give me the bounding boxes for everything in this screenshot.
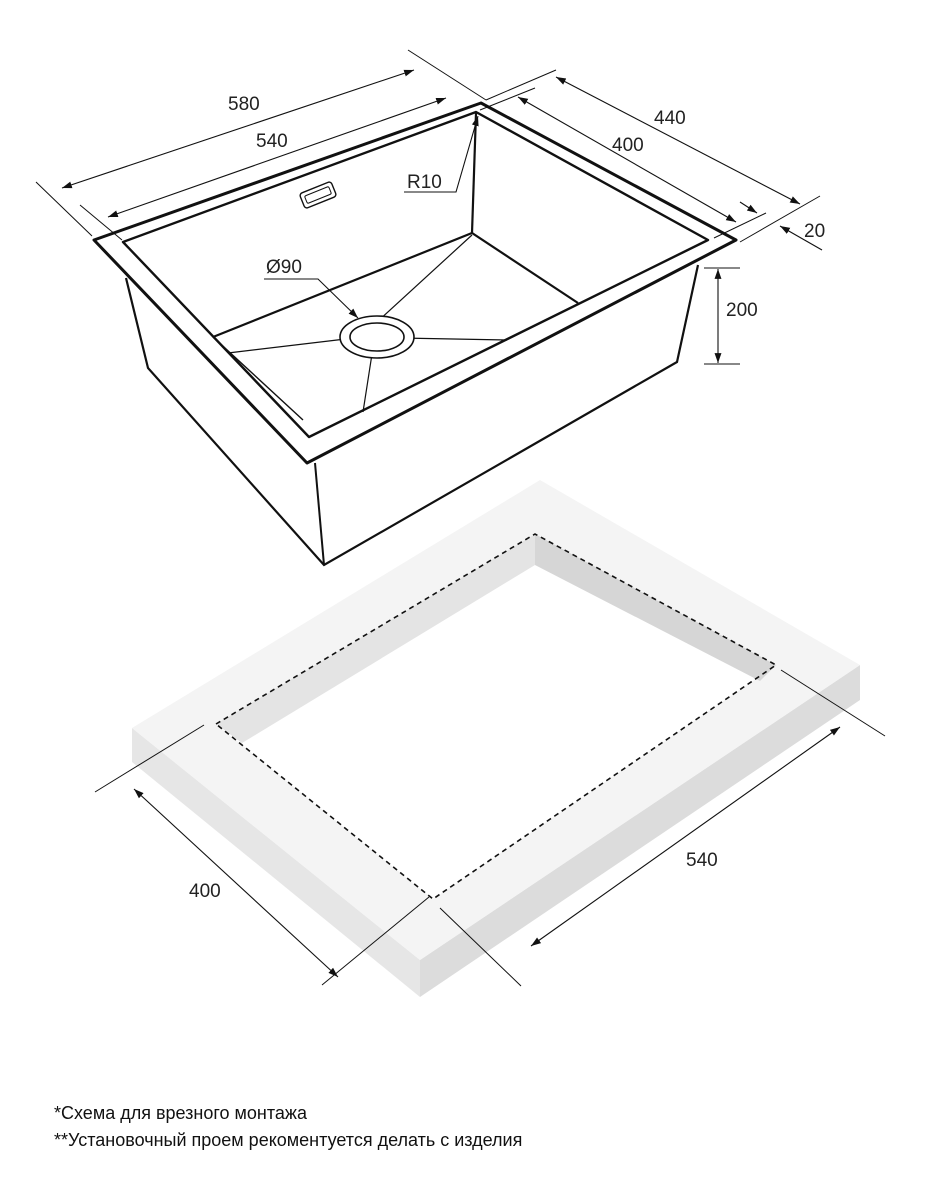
extension-line	[439, 907, 522, 987]
cutout-back-right-wall	[535, 534, 776, 681]
countertop-cutout-drawing: 400 540	[94, 480, 886, 997]
cutout-back-left-wall	[216, 534, 535, 743]
extension-line	[479, 87, 536, 111]
brand-logo-plate	[299, 181, 337, 209]
extension-line	[94, 724, 205, 793]
extension-line	[79, 204, 123, 241]
dimension-400-line	[517, 96, 737, 223]
dimension-580-label: 580	[228, 94, 260, 115]
extension-line	[321, 896, 430, 986]
dimension-200-label: 200	[726, 300, 758, 321]
drain-diameter-label: Ø90	[266, 257, 302, 278]
dimension-200-ticks	[704, 267, 740, 365]
drain-slope-lines	[227, 234, 508, 413]
cutout-outline	[214, 533, 778, 900]
notes: *Схема для врезного монтажа **Установочн…	[54, 1100, 522, 1154]
dimension-20-arrow	[739, 201, 758, 214]
dimension-20-label: 20	[804, 221, 825, 242]
dimension-540-line	[107, 97, 447, 218]
bowl-back-corner	[470, 112, 478, 234]
r10-leader	[404, 115, 479, 193]
dimension-440-line	[555, 76, 801, 205]
extension-line	[739, 195, 821, 243]
extension-line	[407, 49, 487, 101]
sink-body	[124, 264, 700, 567]
bowl-floor-back-edges	[212, 231, 579, 339]
cutout-dimension-400-label: 400	[189, 881, 221, 902]
extension-line	[485, 69, 557, 101]
corner-radius-label: R10	[407, 172, 442, 193]
bowl-floor-left-edge	[212, 336, 304, 421]
dimension-540-label: 540	[256, 131, 288, 152]
sink-flange-outer	[92, 101, 738, 465]
cutout-dimension-540-line	[530, 726, 841, 947]
dimension-20-arrow	[779, 225, 823, 251]
sink-flange-inner	[121, 110, 710, 439]
extension-line	[713, 212, 767, 239]
cutout-dimension-540-label: 540	[686, 850, 718, 871]
countertop-right-side	[420, 665, 860, 997]
drain-leader	[264, 278, 359, 319]
note-mounting-type: *Схема для врезного монтажа	[54, 1103, 307, 1123]
sink-body-front-edge	[314, 462, 325, 566]
dimension-400-label: 400	[612, 135, 644, 156]
cutout-dimension-400-line	[133, 788, 339, 978]
dimension-440-label: 440	[654, 108, 686, 129]
sink-drawing: 580 540 440 400 20 R10 Ø90 200	[35, 49, 825, 567]
dimension-580-line	[61, 69, 415, 189]
note-cutout-advice: **Установочный проем рекоментуется делат…	[54, 1130, 523, 1150]
extension-line	[35, 181, 93, 237]
extension-line	[780, 669, 886, 737]
drain-icon	[339, 315, 415, 359]
